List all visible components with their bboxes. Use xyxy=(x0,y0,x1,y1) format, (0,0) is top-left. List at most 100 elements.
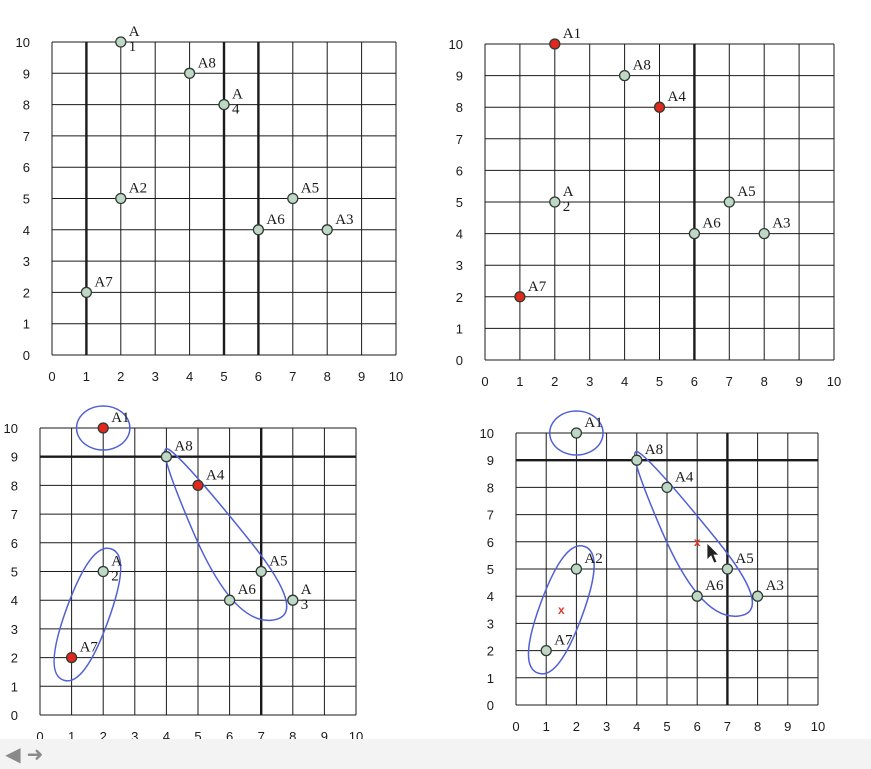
y-tick-label: 1 xyxy=(487,671,494,686)
data-point-a2 xyxy=(549,196,561,208)
data-point-a1 xyxy=(115,36,127,48)
data-point-a2 xyxy=(570,563,583,575)
y-tick-label: 5 xyxy=(23,192,30,207)
x-tick-label: 9 xyxy=(784,719,791,734)
x-tick-label: 1 xyxy=(83,369,90,384)
x-tick-label: 1 xyxy=(68,729,75,744)
x-tick-label: 0 xyxy=(48,369,55,384)
y-tick-label: 2 xyxy=(11,651,18,666)
data-point-a3 xyxy=(758,227,770,240)
data-point-a3 xyxy=(751,590,764,602)
data-point-a6 xyxy=(223,594,236,606)
y-tick-label: 0 xyxy=(11,708,18,723)
x-tick-label: 5 xyxy=(220,369,227,384)
data-point-a3 xyxy=(321,224,333,236)
point-label: A xyxy=(129,24,140,40)
y-tick-label: 2 xyxy=(456,290,463,305)
next-icon[interactable]: ➜ xyxy=(26,742,44,766)
data-point-a1 xyxy=(549,38,561,50)
x-tick-label: 6 xyxy=(226,729,233,744)
data-point-a7 xyxy=(540,644,552,657)
y-tick-label: 6 xyxy=(23,160,30,175)
point-label: A8 xyxy=(645,442,663,458)
x-tick-label: 0 xyxy=(512,719,519,734)
x-tick-label: 1 xyxy=(516,374,523,389)
point-label: 4 xyxy=(232,102,240,118)
y-tick-label: 9 xyxy=(23,66,30,81)
data-point-a5 xyxy=(721,563,734,575)
x-tick-label: 3 xyxy=(586,374,593,389)
x-tick-label: 10 xyxy=(389,369,403,384)
data-point-a8 xyxy=(183,67,196,79)
player-footer: ◀ ➜ xyxy=(0,739,871,769)
previous-icon[interactable]: ◀ xyxy=(5,742,21,766)
x-tick-label: 6 xyxy=(255,369,262,384)
y-tick-label: 1 xyxy=(23,317,30,332)
y-tick-label: 3 xyxy=(11,622,18,637)
x-tick-label: 3 xyxy=(131,729,138,744)
point-label: A1 xyxy=(563,26,581,42)
point-label: A6 xyxy=(702,216,721,232)
x-tick-label: 4 xyxy=(163,729,170,744)
y-tick-label: 0 xyxy=(456,353,463,368)
point-label: A5 xyxy=(301,181,319,197)
cluster-outline xyxy=(53,547,122,682)
point-label: A1 xyxy=(584,415,602,431)
x-tick-label: 8 xyxy=(289,729,296,744)
x-tick-label: 4 xyxy=(186,369,193,384)
point-label: 3 xyxy=(301,597,309,613)
point-label: A7 xyxy=(554,633,573,649)
cluster-outline xyxy=(164,448,288,621)
y-tick-label: 3 xyxy=(487,616,494,631)
x-tick-label: 8 xyxy=(761,374,768,389)
y-tick-label: 2 xyxy=(487,644,494,659)
point-label: 2 xyxy=(563,199,571,215)
data-point-a7 xyxy=(65,651,78,664)
x-tick-label: 6 xyxy=(691,374,698,389)
x-tick-label: 8 xyxy=(754,719,761,734)
x-tick-label: 7 xyxy=(289,369,296,384)
y-tick-label: 0 xyxy=(23,348,30,363)
y-tick-label: 8 xyxy=(11,478,18,493)
point-label: A6 xyxy=(266,212,285,228)
data-point-a6 xyxy=(252,224,265,236)
y-tick-label: 4 xyxy=(487,589,494,604)
x-tick-label: 4 xyxy=(621,374,628,389)
x-tick-label: 2 xyxy=(551,374,558,389)
x-tick-label: 2 xyxy=(573,719,580,734)
point-label: A2 xyxy=(584,551,602,567)
cluster-outline xyxy=(548,410,604,456)
point-label: A5 xyxy=(735,551,753,567)
x-tick-label: 8 xyxy=(324,369,331,384)
y-tick-label: 9 xyxy=(456,69,463,84)
data-point-a2 xyxy=(115,192,127,205)
y-tick-label: 4 xyxy=(456,227,463,242)
point-label: A1 xyxy=(111,410,129,426)
point-label: 1 xyxy=(129,39,137,55)
point-label: A8 xyxy=(198,55,216,71)
data-point-a1 xyxy=(97,422,109,434)
y-tick-label: 10 xyxy=(449,37,463,52)
x-tick-label: 2 xyxy=(117,369,124,384)
y-tick-label: 4 xyxy=(23,223,30,238)
data-point-a3 xyxy=(287,594,299,606)
y-tick-label: 8 xyxy=(456,100,463,115)
point-label: A3 xyxy=(335,212,353,228)
y-tick-label: 3 xyxy=(456,258,463,273)
y-tick-label: 6 xyxy=(11,536,18,551)
point-label: A7 xyxy=(528,279,547,295)
x-tick-label: 1 xyxy=(543,719,550,734)
point-label: A4 xyxy=(668,89,687,105)
grid xyxy=(484,43,835,361)
data-point-a4 xyxy=(653,101,666,113)
y-tick-label: 1 xyxy=(456,321,463,336)
data-point-a6 xyxy=(688,227,701,240)
y-tick-label: 4 xyxy=(11,593,18,608)
data-point-a5 xyxy=(255,565,267,578)
y-tick-label: 10 xyxy=(16,35,30,50)
point-label: A xyxy=(111,554,122,570)
y-tick-label: 5 xyxy=(456,195,463,210)
data-point-a4 xyxy=(661,481,673,494)
